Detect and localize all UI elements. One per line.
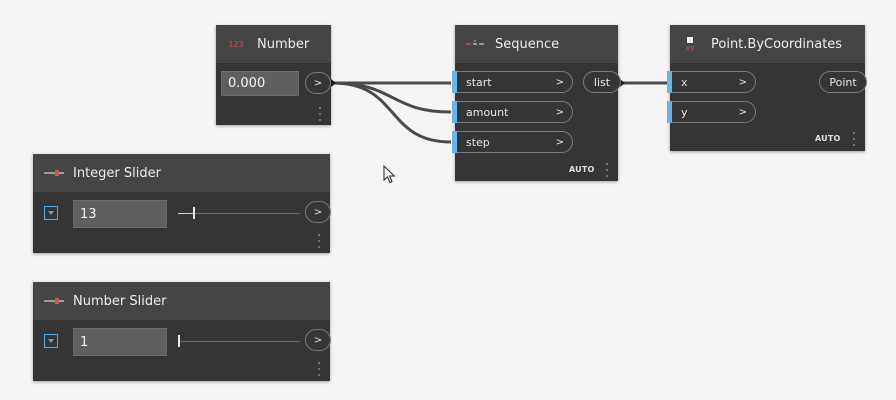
port-label: Point	[829, 75, 857, 89]
point-xy-label: XY	[685, 45, 695, 53]
slider-track[interactable]	[178, 341, 300, 342]
chevron-right-icon: >	[313, 206, 323, 218]
sequence-input-step[interactable]: step >	[452, 131, 573, 153]
chevron-right-icon: >	[555, 136, 564, 148]
port-indicator	[452, 71, 457, 93]
number-slider-node[interactable]: Number Slider 1 >	[33, 282, 331, 381]
slider-track[interactable]	[178, 213, 300, 214]
port-label: step	[466, 135, 490, 149]
wire-end-marker-number	[331, 79, 336, 87]
port-label: start	[466, 75, 492, 89]
sequence-input-start[interactable]: start >	[452, 71, 573, 93]
number-value-field[interactable]: 0.000	[221, 71, 299, 96]
sequence-dashes-icon	[465, 38, 485, 50]
more-vertical-icon[interactable]	[318, 234, 321, 248]
number-node[interactable]: 123 Number 0.000 >	[216, 25, 331, 125]
point-input-y[interactable]: y >	[667, 101, 756, 123]
slider-thumb[interactable]	[192, 207, 195, 219]
integer-slider-value-field[interactable]: 13	[73, 200, 167, 228]
number-node-title: Number	[257, 36, 310, 52]
chevron-right-icon: >	[313, 334, 323, 346]
number-output-port[interactable]: >	[305, 72, 331, 94]
sequence-node-title: Sequence	[495, 36, 560, 52]
point-node-header[interactable]: XY Point.ByCoordinates	[670, 25, 865, 63]
lacing-auto-label: AUTO	[569, 165, 595, 174]
port-indicator	[667, 71, 672, 93]
number-slider-value-field[interactable]: 1	[73, 328, 167, 356]
wire-number-to-amount[interactable]	[332, 81, 452, 114]
chevron-right-icon: >	[313, 77, 323, 89]
integer-slider-title: Integer Slider	[73, 165, 161, 181]
wire-end-marker-list	[620, 79, 625, 87]
port-indicator	[452, 101, 457, 123]
chevron-down-icon	[48, 211, 54, 215]
lacing-auto-label: AUTO	[815, 134, 841, 143]
more-vertical-icon[interactable]	[606, 163, 609, 177]
mouse-cursor-icon	[383, 165, 396, 184]
number-slider-output-port[interactable]: >	[305, 329, 331, 351]
number-node-header[interactable]: 123 Number	[216, 25, 331, 63]
point-input-x[interactable]: x >	[667, 71, 756, 93]
port-label: y	[681, 105, 688, 119]
port-label: x	[681, 75, 688, 89]
expand-dropdown-button[interactable]	[44, 334, 58, 348]
sequence-input-amount[interactable]: amount >	[452, 101, 573, 123]
chevron-right-icon: >	[738, 106, 747, 118]
more-vertical-icon[interactable]	[319, 107, 322, 121]
slider-thumb[interactable]	[178, 335, 181, 347]
more-vertical-icon[interactable]	[318, 362, 321, 376]
integer-slider-header[interactable]: Integer Slider	[33, 154, 330, 192]
point-node-title: Point.ByCoordinates	[711, 36, 843, 52]
slider-fill	[178, 213, 194, 214]
chevron-down-icon	[48, 339, 54, 343]
slider-icon	[43, 295, 65, 307]
slider-icon	[43, 167, 65, 179]
integer-slider-node[interactable]: Integer Slider 13 >	[33, 154, 331, 253]
point-bycoordinates-node[interactable]: XY Point.ByCoordinates x > y > Point AUT…	[667, 25, 867, 151]
chevron-right-icon: >	[738, 76, 747, 88]
sequence-node-header[interactable]: Sequence	[455, 25, 618, 63]
point-square-icon	[687, 37, 693, 43]
port-label: list	[593, 75, 611, 89]
chevron-right-icon: >	[555, 76, 564, 88]
point-xy-icon: XY	[682, 35, 698, 55]
port-label: amount	[466, 105, 509, 119]
point-output-point[interactable]: Point	[819, 71, 867, 93]
chevron-right-icon: >	[555, 106, 564, 118]
integer-slider-output-port[interactable]: >	[305, 201, 331, 223]
number-slider-title: Number Slider	[73, 293, 167, 309]
number-123-icon: 123	[228, 39, 244, 49]
wire-number-to-step[interactable]	[332, 81, 452, 144]
more-vertical-icon[interactable]	[853, 132, 856, 146]
sequence-output-list[interactable]: list	[583, 71, 621, 93]
number-slider-header[interactable]: Number Slider	[33, 282, 330, 320]
port-indicator	[667, 101, 672, 123]
sequence-node[interactable]: Sequence start > amount > step > list AU…	[452, 25, 621, 181]
expand-dropdown-button[interactable]	[44, 206, 58, 220]
port-indicator	[452, 131, 457, 153]
